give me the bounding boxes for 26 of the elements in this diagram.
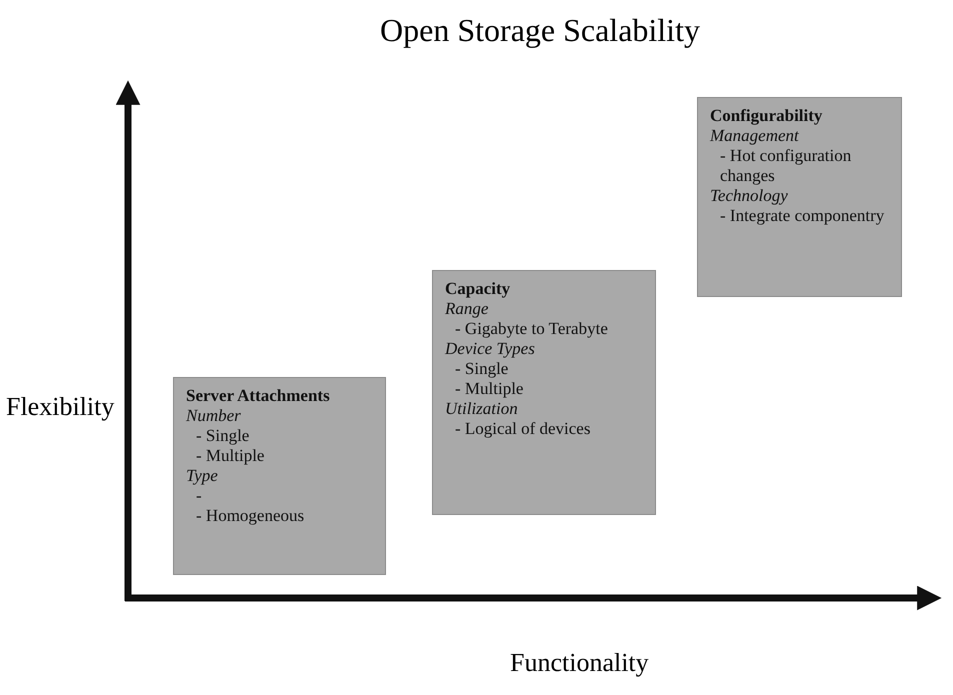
list-item: - Single [195, 426, 250, 446]
x-axis-label: Functionality [510, 648, 649, 678]
list-item: - Logical of devices [454, 419, 590, 439]
subheading: Management [710, 126, 799, 146]
diagram-title: Open Storage Scalability [379, 12, 701, 49]
list-item: - Single [454, 359, 508, 379]
subheading: Device Types [445, 339, 535, 359]
list-item: - Gigabyte to Terabyte [454, 319, 608, 339]
subheading: Technology [710, 186, 788, 206]
box-heading: Server Attachments [186, 386, 330, 406]
list-item: - Multiple [195, 446, 264, 466]
y-axis-label: Flexibility [6, 392, 114, 422]
subheading: Range [445, 299, 488, 319]
list-item: - Homogeneous [195, 506, 304, 526]
category-box [173, 377, 386, 575]
subheading: Utilization [445, 399, 518, 419]
box-heading: Capacity [445, 279, 510, 299]
subheading: Number [186, 406, 241, 426]
list-item: - [195, 486, 202, 506]
category-box [697, 97, 902, 297]
category-box [432, 270, 656, 515]
box-heading: Configurability [710, 106, 822, 126]
subheading: Type [186, 466, 218, 486]
list-item: - Multiple [454, 379, 524, 399]
list-item: - Integrate componentry [719, 206, 884, 226]
list-item: - Hot configuration changes [719, 146, 852, 186]
